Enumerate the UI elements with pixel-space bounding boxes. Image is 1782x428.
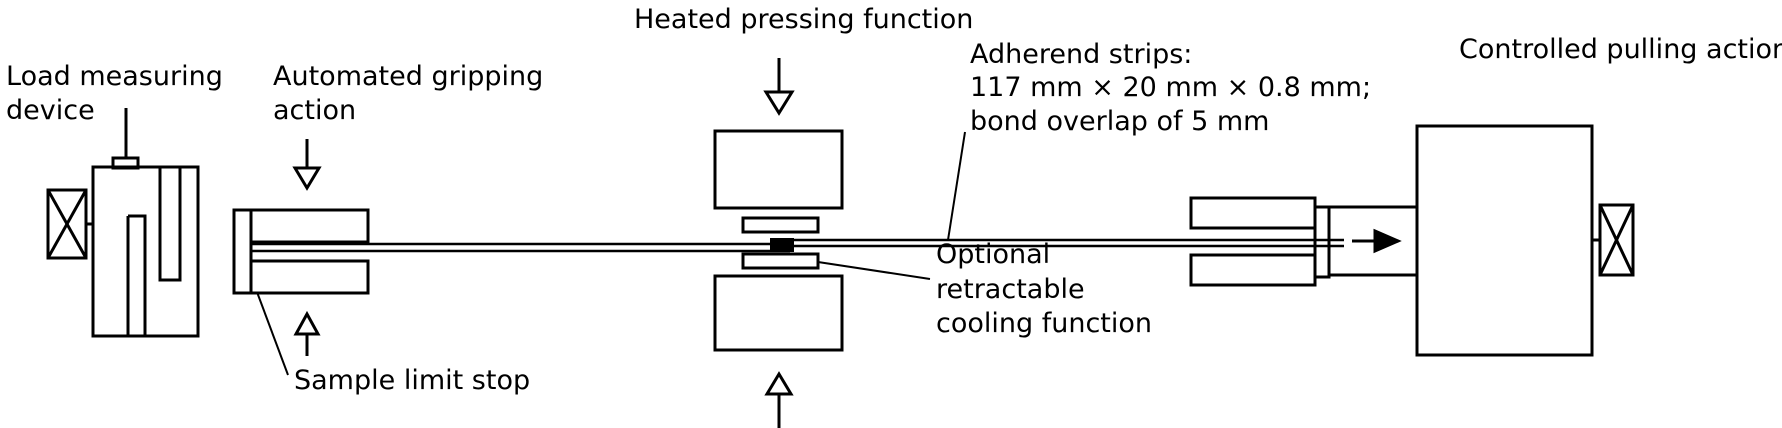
pulling-arrow bbox=[1352, 228, 1402, 254]
load-cell-slot bbox=[126, 214, 147, 336]
label-heated-pressing: Heated pressing function bbox=[634, 4, 974, 35]
lower-heated-platen bbox=[713, 252, 844, 352]
upper-heated-platen bbox=[713, 129, 844, 234]
left-anchor-block bbox=[46, 188, 93, 260]
cooling-leader bbox=[817, 261, 931, 280]
press-arrow-down bbox=[763, 58, 795, 116]
bond-overlap bbox=[770, 238, 794, 252]
label-controlled-pulling: Controlled pulling action bbox=[1459, 34, 1782, 65]
grip-arrow-down bbox=[292, 139, 322, 191]
right-anchor-block bbox=[1592, 203, 1635, 277]
label-sample-limit-stop: Sample limit stop bbox=[294, 365, 531, 396]
limit-stop-leader bbox=[256, 291, 289, 376]
label-adherend-line3: bond overlap of 5 mm bbox=[970, 106, 1270, 137]
label-optional-line1: Optional bbox=[936, 239, 1051, 270]
label-load-measuring-line1: Load measuring bbox=[6, 61, 223, 92]
label-load-measuring-line2: device bbox=[6, 95, 95, 126]
grip-arrow-up bbox=[293, 310, 321, 356]
label-adherend-line2: 117 mm × 20 mm × 0.8 mm; bbox=[970, 72, 1372, 103]
adherend-leader bbox=[947, 131, 966, 241]
label-optional-line2: retractable bbox=[936, 274, 1085, 305]
load-cell-connector bbox=[111, 108, 140, 170]
right-grip bbox=[1189, 196, 1331, 287]
adherend-strips bbox=[251, 238, 1344, 253]
label-optional-line3: cooling function bbox=[936, 308, 1153, 339]
label-automated-gripping-line1: Automated gripping bbox=[273, 61, 544, 92]
press-arrow-up bbox=[764, 371, 794, 428]
label-adherend-line1: Adherend strips: bbox=[970, 39, 1193, 70]
actuator-body bbox=[1415, 124, 1594, 357]
label-automated-gripping-line2: action bbox=[273, 95, 357, 126]
